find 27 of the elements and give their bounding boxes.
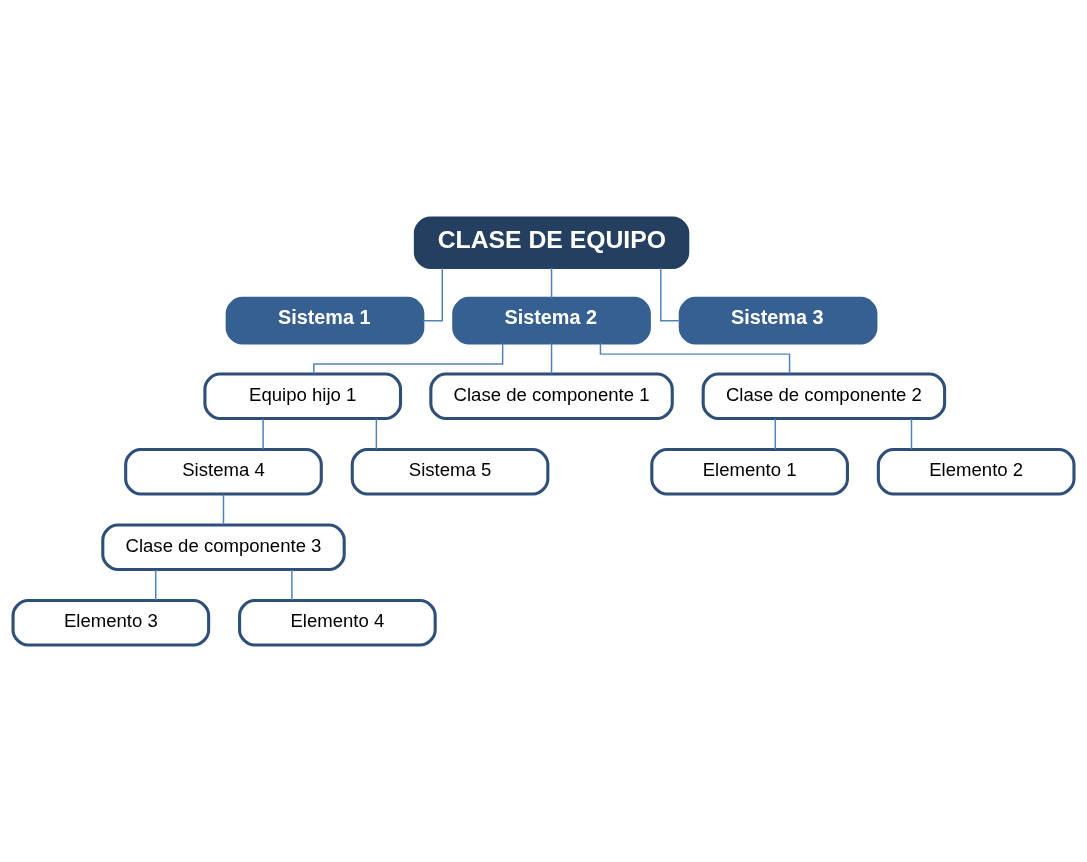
node-box: Sistema 4: [124, 447, 323, 496]
node-box: Sistema 2: [452, 296, 651, 345]
connector: [313, 342, 504, 375]
connector: [910, 417, 913, 450]
connector: [422, 266, 444, 321]
node-box: Sistema 3: [678, 296, 878, 345]
connector: [154, 568, 157, 601]
node-box: Elemento 4: [238, 598, 437, 647]
connector: [262, 417, 264, 450]
node-box: CLASE DE EQUIPO: [413, 215, 690, 269]
node-box: Elemento 2: [876, 447, 1076, 496]
connector: [291, 568, 293, 601]
connector: [550, 342, 553, 374]
connector: [375, 417, 378, 450]
node-box: Elemento 1: [650, 447, 849, 496]
node-box: Clase de componente 3: [101, 522, 346, 571]
connector: [774, 417, 777, 450]
connector: [550, 266, 553, 299]
node-box: Sistema 5: [350, 447, 550, 496]
node-box: Clase de componente 2: [701, 371, 947, 420]
connector: [660, 266, 681, 321]
node-box: Sistema 1: [225, 296, 425, 345]
connector: [222, 493, 225, 525]
node-box: Elemento 3: [11, 598, 211, 647]
node-box: Equipo hijo 1: [203, 371, 403, 420]
connector: [599, 341, 791, 374]
node-box: Clase de componente 1: [429, 371, 674, 420]
